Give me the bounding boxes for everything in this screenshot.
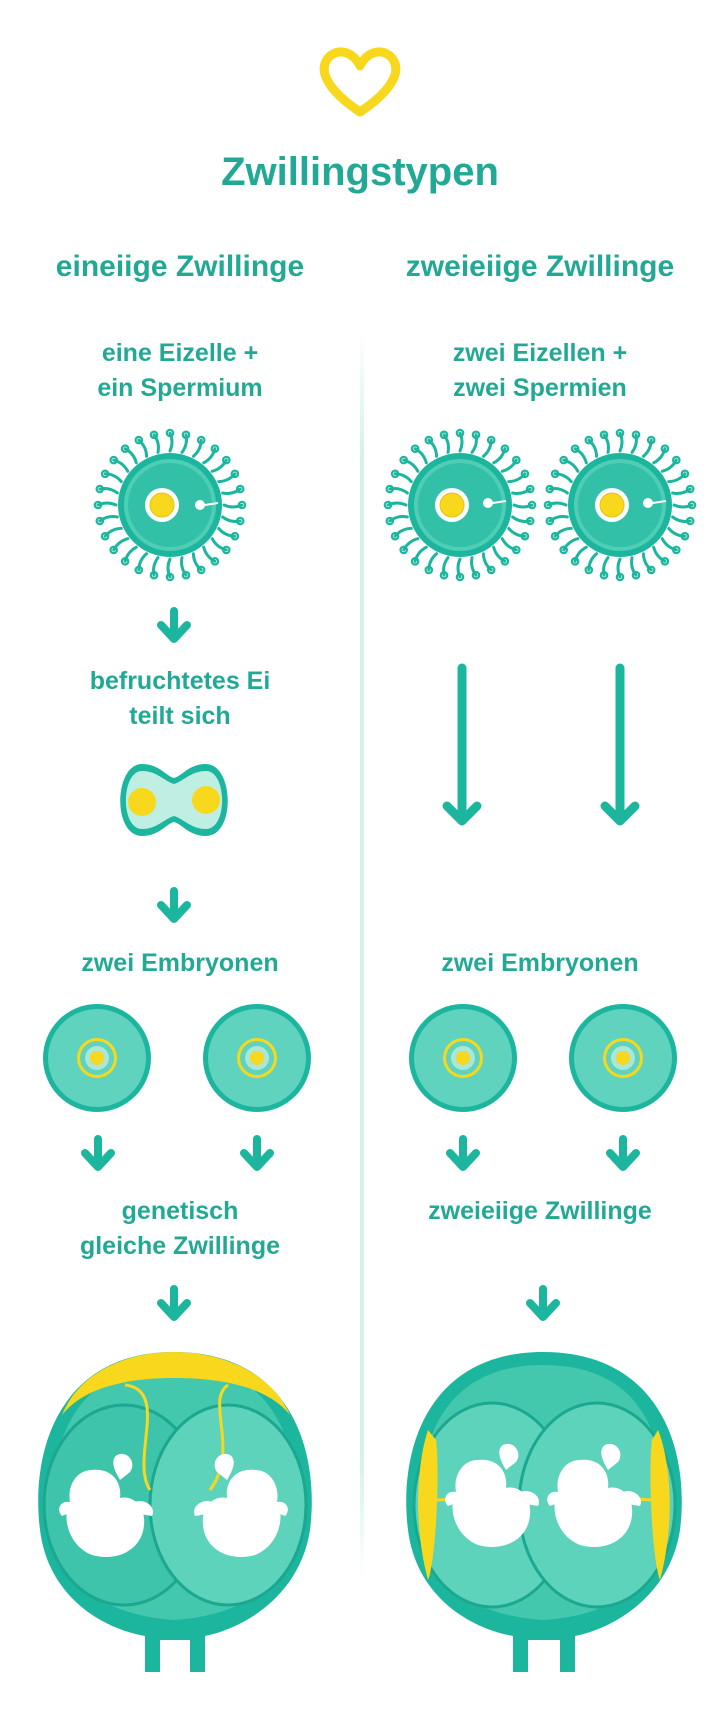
page-title: Zwillingstypen xyxy=(221,150,499,194)
right-step-3: zwei Embryonen xyxy=(441,949,639,977)
egg-cell-icon xyxy=(543,428,697,582)
left-step-4-line-1: genetisch xyxy=(121,1197,239,1225)
left-step-3: zwei Embryonen xyxy=(81,949,279,977)
right-column-heading: zweieiige Zwillinge xyxy=(405,250,675,283)
right-step-1: zwei Eizellen + zwei Spermien xyxy=(400,336,680,406)
left-column-heading: eineiige Zwillinge xyxy=(55,250,305,283)
sperm-entering xyxy=(643,498,667,508)
egg-cell-icon xyxy=(93,428,247,582)
left-step-1: eine Eizelle + ein Spermium xyxy=(40,336,320,406)
left-step-2-line-2: teilt sich xyxy=(129,702,231,730)
right-step-1-line-1: zwei Eizellen + xyxy=(452,339,628,367)
left-step-2-line-1: befruchtetes Ei xyxy=(89,667,271,695)
sperm-entering xyxy=(195,500,219,510)
left-step-1-line-1: eine Eizelle + xyxy=(101,339,259,367)
left-step-4: genetisch gleiche Zwillinge xyxy=(30,1194,330,1264)
heart-logo-icon xyxy=(319,47,401,117)
sperm-entering xyxy=(483,498,507,508)
left-step-2: befruchtetes Ei teilt sich xyxy=(40,664,320,734)
column-divider xyxy=(360,330,364,1580)
left-step-1-line-2: ein Spermium xyxy=(97,374,263,402)
left-step-4-line-2: gleiche Zwillinge xyxy=(79,1232,281,1260)
right-step-1-line-2: zwei Spermien xyxy=(453,374,627,402)
right-step-4: zweieiige Zwillinge xyxy=(428,1197,652,1225)
egg-cell-icon xyxy=(383,428,537,582)
